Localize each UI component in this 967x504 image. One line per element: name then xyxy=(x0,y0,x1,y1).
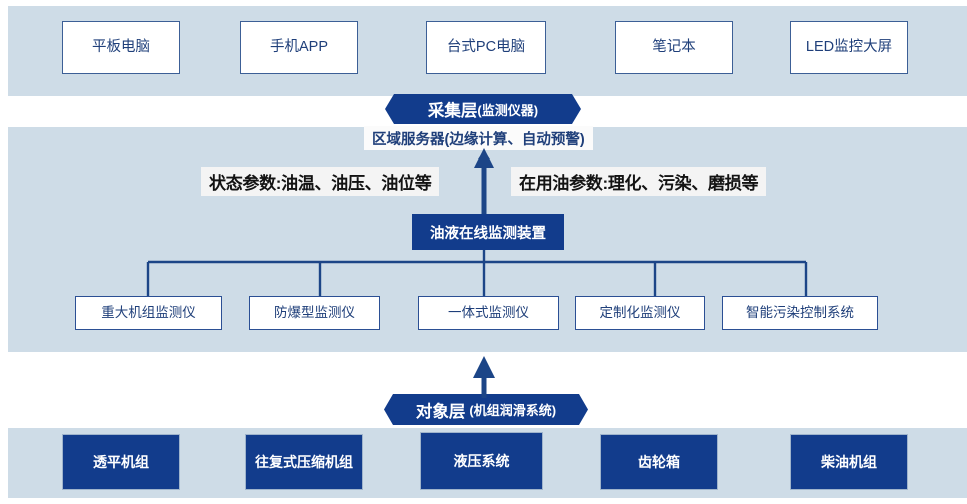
terminal-label: 平板电脑 xyxy=(92,39,150,56)
terminal-box-desktop-pc[interactable]: 台式PC电脑 xyxy=(426,21,546,74)
terminal-box-mobile-app[interactable]: 手机APP xyxy=(240,21,358,74)
layer-badge-object-subtitle: (机组润滑系统) xyxy=(469,403,557,418)
object-label: 液压系统 xyxy=(453,452,510,469)
arrow-object-to-collection xyxy=(473,356,495,398)
object-box-hydraulic-system[interactable]: 液压系统 xyxy=(420,432,543,490)
object-box-turbine-unit[interactable]: 透平机组 xyxy=(62,434,180,490)
object-box-gearbox[interactable]: 齿轮箱 xyxy=(600,434,718,490)
device-label: 智能污染控制系统 xyxy=(746,305,854,321)
central-online-monitor-label: 油液在线监测装置 xyxy=(430,225,546,242)
device-box-smart-contamination-control[interactable]: 智能污染控制系统 xyxy=(722,296,878,330)
device-label: 一体式监测仪 xyxy=(448,305,529,321)
central-online-monitor-box[interactable]: 油液在线监测装置 xyxy=(412,214,564,250)
param-label: 在用油参数:理化、污染、磨损等 xyxy=(519,174,759,193)
device-box-explosion-proof-monitor[interactable]: 防爆型监测仪 xyxy=(249,296,380,330)
region-server-label: 区域服务器(边缘计算、自动预警) xyxy=(372,131,585,148)
object-label: 往复式压缩机组 xyxy=(255,453,353,470)
device-box-major-unit-monitor[interactable]: 重大机组监测仪 xyxy=(75,296,222,330)
device-label: 防爆型监测仪 xyxy=(274,305,355,321)
layer-badge-object-title: 对象层 xyxy=(415,402,466,421)
device-label: 定制化监测仪 xyxy=(599,305,681,321)
param-label: 状态参数:油温、油压、油位等 xyxy=(209,174,432,193)
terminal-label: 台式PC电脑 xyxy=(446,39,526,56)
region-server-box[interactable]: 区域服务器(边缘计算、自动预警) xyxy=(364,126,593,150)
terminal-box-led-screen[interactable]: LED监控大屏 xyxy=(790,21,908,74)
param-callout-status: 状态参数:油温、油压、油位等 xyxy=(201,167,440,196)
object-label: 透平机组 xyxy=(93,453,149,470)
terminal-box-laptop[interactable]: 笔记本 xyxy=(615,21,733,74)
layer-badge-collection-title: 采集层 xyxy=(427,102,478,120)
device-label: 重大机组监测仪 xyxy=(101,305,196,321)
layer-badge-object[interactable]: 对象层(机组润滑系统) xyxy=(384,394,588,425)
terminal-box-tablet[interactable]: 平板电脑 xyxy=(62,21,180,74)
device-box-integrated-monitor[interactable]: 一体式监测仪 xyxy=(418,296,559,330)
object-label: 柴油机组 xyxy=(821,453,877,470)
device-box-customized-monitor[interactable]: 定制化监测仪 xyxy=(575,296,705,330)
terminal-label: 笔记本 xyxy=(652,39,696,56)
layer-badge-collection-subtitle: (监测仪器) xyxy=(477,102,539,118)
terminal-label: LED监控大屏 xyxy=(805,39,893,56)
object-box-diesel-unit[interactable]: 柴油机组 xyxy=(790,434,908,490)
terminal-label: 手机APP xyxy=(269,39,328,56)
param-callout-inuse-oil: 在用油参数:理化、污染、磨损等 xyxy=(511,167,767,196)
object-label: 齿轮箱 xyxy=(638,453,680,470)
object-box-reciprocating-compressor[interactable]: 往复式压缩机组 xyxy=(245,434,363,490)
layer-badge-collection[interactable]: 采集层(监测仪器) xyxy=(385,94,581,124)
